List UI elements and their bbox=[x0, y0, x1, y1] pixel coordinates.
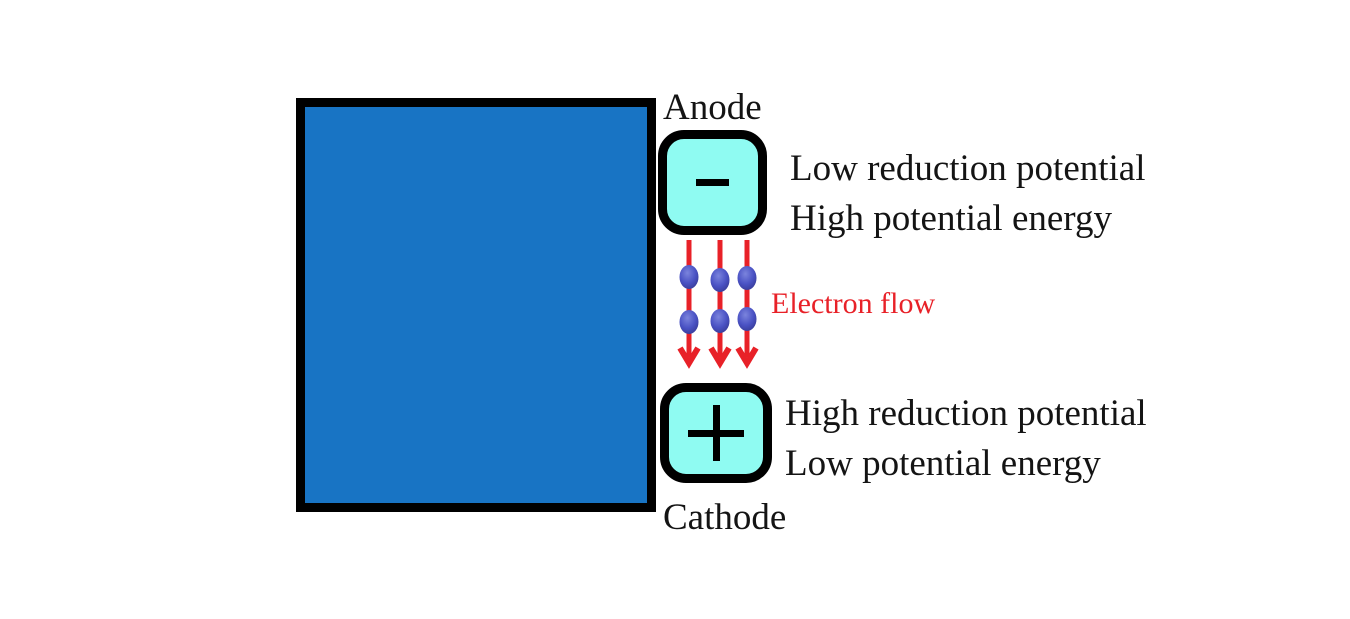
electron-sphere-icon bbox=[737, 307, 757, 331]
anode-note-line2: High potential energy bbox=[790, 198, 1112, 239]
anode-note-line1: Low reduction potential bbox=[790, 148, 1146, 189]
down-arrow-icon bbox=[708, 240, 732, 369]
electron-flow-label: Electron flow bbox=[771, 287, 936, 320]
electron-sphere-icon bbox=[710, 309, 730, 333]
cathode-notes: High reduction potential Low potential e… bbox=[785, 389, 1147, 489]
down-arrow-icon bbox=[735, 240, 759, 369]
cathode-terminal bbox=[660, 383, 772, 483]
electron-sphere-icon bbox=[679, 310, 699, 334]
electron-sphere-icon bbox=[710, 268, 730, 292]
minus-icon bbox=[696, 179, 729, 186]
electron-sphere-icon bbox=[679, 265, 699, 289]
electron-sphere-icon bbox=[737, 266, 757, 290]
anode-label: Anode bbox=[663, 87, 762, 128]
cathode-label: Cathode bbox=[663, 497, 787, 538]
down-arrow-icon bbox=[677, 240, 701, 369]
anode-terminal bbox=[658, 130, 767, 235]
electron-flow-graphic bbox=[677, 240, 759, 369]
cathode-note-line2: Low potential energy bbox=[785, 443, 1101, 484]
cell-body bbox=[296, 98, 656, 512]
plus-icon bbox=[688, 405, 744, 461]
anode-notes: Low reduction potential High potential e… bbox=[790, 144, 1146, 244]
cathode-note-line1: High reduction potential bbox=[785, 393, 1147, 434]
